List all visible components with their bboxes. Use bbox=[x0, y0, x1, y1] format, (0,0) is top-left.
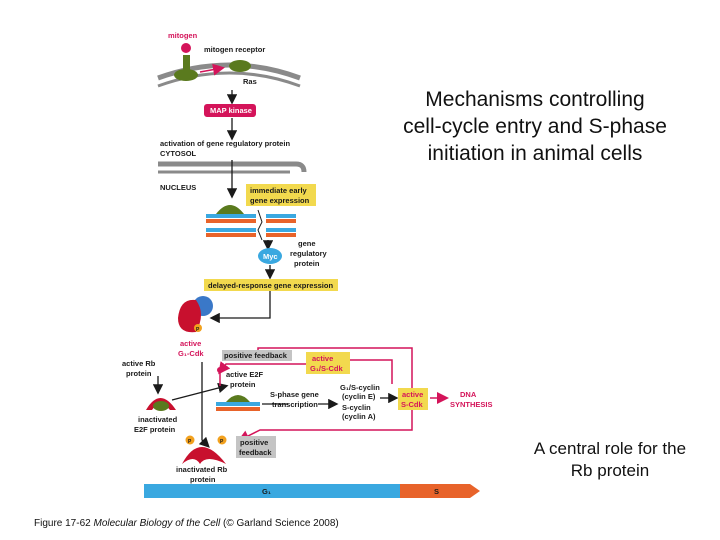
map-kinase-label: MAP kinase bbox=[210, 106, 252, 115]
mitogen-receptor-label: mitogen receptor bbox=[204, 45, 265, 54]
plasma-membrane-inner bbox=[157, 71, 301, 88]
rb-p2-label: P bbox=[220, 439, 224, 445]
positive-feedback-box-2 bbox=[236, 436, 276, 458]
active-e2f-label-2: protein bbox=[230, 380, 256, 389]
caption-book: Molecular Biology of the Cell bbox=[93, 518, 221, 529]
caption-suffix: (© Garland Science 2008) bbox=[223, 518, 339, 529]
gene-regulatory-protein bbox=[216, 205, 244, 214]
subtitle-line-2: Rb protein bbox=[570, 461, 650, 480]
dna-strand-1 bbox=[206, 214, 296, 223]
active-e2f-protein bbox=[226, 395, 250, 402]
title-line-3: initiation in animal cells bbox=[427, 142, 643, 165]
myc-label: Myc bbox=[263, 252, 278, 261]
active-rb-label-2: protein bbox=[126, 369, 152, 378]
s-phase-arrow bbox=[400, 484, 480, 498]
e2f-release-arrow bbox=[171, 382, 229, 401]
mitogen-ligand bbox=[181, 43, 191, 53]
dna-strand-2 bbox=[206, 228, 296, 237]
rb-inhibit-dot bbox=[217, 367, 223, 373]
pos-fb2-label-1: positive bbox=[240, 438, 268, 447]
g1-cdk-complex bbox=[178, 296, 213, 333]
immediate-label-1: immediate early bbox=[250, 186, 308, 195]
nuclear-envelope bbox=[158, 161, 307, 173]
active-scdk-label-2: S-Cdk bbox=[401, 400, 423, 409]
immediate-early-box bbox=[246, 184, 316, 206]
cytosol-label: CYTOSOL bbox=[160, 149, 197, 158]
inactivated-rb-label-1: inactivated Rb bbox=[176, 465, 228, 474]
rb-phosphate-2 bbox=[217, 435, 227, 445]
feedback-loop-to-rb bbox=[237, 410, 413, 442]
inactivated-e2f-label-1: inactivated bbox=[138, 415, 178, 424]
delayed-label: delayed-response gene expression bbox=[208, 281, 333, 290]
dna-strand-3 bbox=[216, 402, 260, 411]
cyclins-label-2: (cyclin E) bbox=[342, 392, 376, 401]
feedback-loop-s bbox=[257, 347, 413, 388]
rb-p1-label: P bbox=[188, 439, 192, 445]
ras-label: Ras bbox=[243, 77, 257, 86]
gene-reg-label-1: gene bbox=[298, 239, 316, 248]
cyclins-label-4: (cyclin A) bbox=[342, 412, 376, 421]
positive-feedback-label: positive feedback bbox=[224, 351, 288, 360]
delayed-to-g1cdk-arrow bbox=[209, 291, 271, 324]
active-g1s-box bbox=[306, 352, 350, 374]
gene-reg-label-2: regulatory bbox=[290, 249, 328, 258]
slide-subtitle: A central role for the Rb protein bbox=[500, 438, 720, 482]
inactivated-rb-label-2: protein bbox=[190, 475, 216, 484]
sphase-label-1: S-phase gene bbox=[270, 390, 319, 399]
synthesis-label: SYNTHESIS bbox=[450, 400, 493, 409]
active-scdk-box bbox=[398, 388, 428, 410]
pos-fb2-label-2: feedback bbox=[239, 448, 272, 457]
slide-title: Mechanisms controlling cell-cycle entry … bbox=[370, 86, 700, 167]
ras-protein bbox=[229, 60, 251, 72]
s-bar-label: S bbox=[434, 487, 439, 496]
positive-feedback-box bbox=[222, 350, 292, 361]
title-line-2: cell-cycle entry and S-phase bbox=[403, 115, 667, 138]
g1-cdk-phosphate bbox=[194, 324, 202, 332]
mitogen-receptor bbox=[174, 55, 198, 81]
g1-phase-bar bbox=[144, 484, 400, 498]
receptor-to-ras-arrow bbox=[199, 63, 225, 76]
dna-break-mark bbox=[257, 209, 263, 241]
active-scdk-label-1: active bbox=[402, 390, 423, 399]
immediate-label-2: gene expression bbox=[250, 196, 310, 205]
g1cdk-to-rb-arrow bbox=[198, 362, 210, 448]
active-g1s-label-2: G₁/S-Cdk bbox=[310, 364, 344, 373]
map-kinase-box bbox=[204, 104, 256, 117]
active-g1s-label-1: active bbox=[312, 354, 333, 363]
nucleus-label: NUCLEUS bbox=[160, 183, 196, 192]
inactivated-e2f-label-2: E2F protein bbox=[134, 425, 176, 434]
activation-label: activation of gene regulatory protein bbox=[160, 139, 290, 148]
delayed-response-box bbox=[204, 279, 338, 291]
feedback-loop-red bbox=[350, 359, 393, 384]
active-g1-label-1: active bbox=[180, 339, 201, 348]
subtitle-line-1: A central role for the bbox=[533, 439, 687, 458]
caption-prefix: Figure 17-62 bbox=[34, 518, 91, 529]
active-e2f-label-1: active E2F bbox=[226, 370, 264, 379]
title-line-1: Mechanisms controlling bbox=[425, 88, 645, 111]
figure-caption: Figure 17-62 Molecular Biology of the Ce… bbox=[34, 518, 339, 529]
active-rb-label-1: active Rb bbox=[122, 359, 156, 368]
myc-protein bbox=[258, 248, 282, 264]
active-g1-label-2: G₁-Cdk bbox=[178, 349, 204, 358]
cyclins-label-1: G₁/S-cyclin bbox=[340, 383, 380, 392]
inactivated-rb-protein bbox=[182, 447, 226, 464]
mitogen-label: mitogen bbox=[168, 31, 198, 40]
sphase-label-2: transcription bbox=[272, 400, 318, 409]
rb-e2f-complex bbox=[146, 398, 176, 411]
gene-reg-label-3: protein bbox=[294, 259, 320, 268]
dna-label: DNA bbox=[460, 390, 477, 399]
rb-phosphate-1 bbox=[185, 435, 195, 445]
g1-bar-label: G₁ bbox=[262, 487, 271, 496]
g1-cdk-p-label: P bbox=[196, 327, 200, 333]
cyclins-label-3: S-cyclin bbox=[342, 403, 371, 412]
